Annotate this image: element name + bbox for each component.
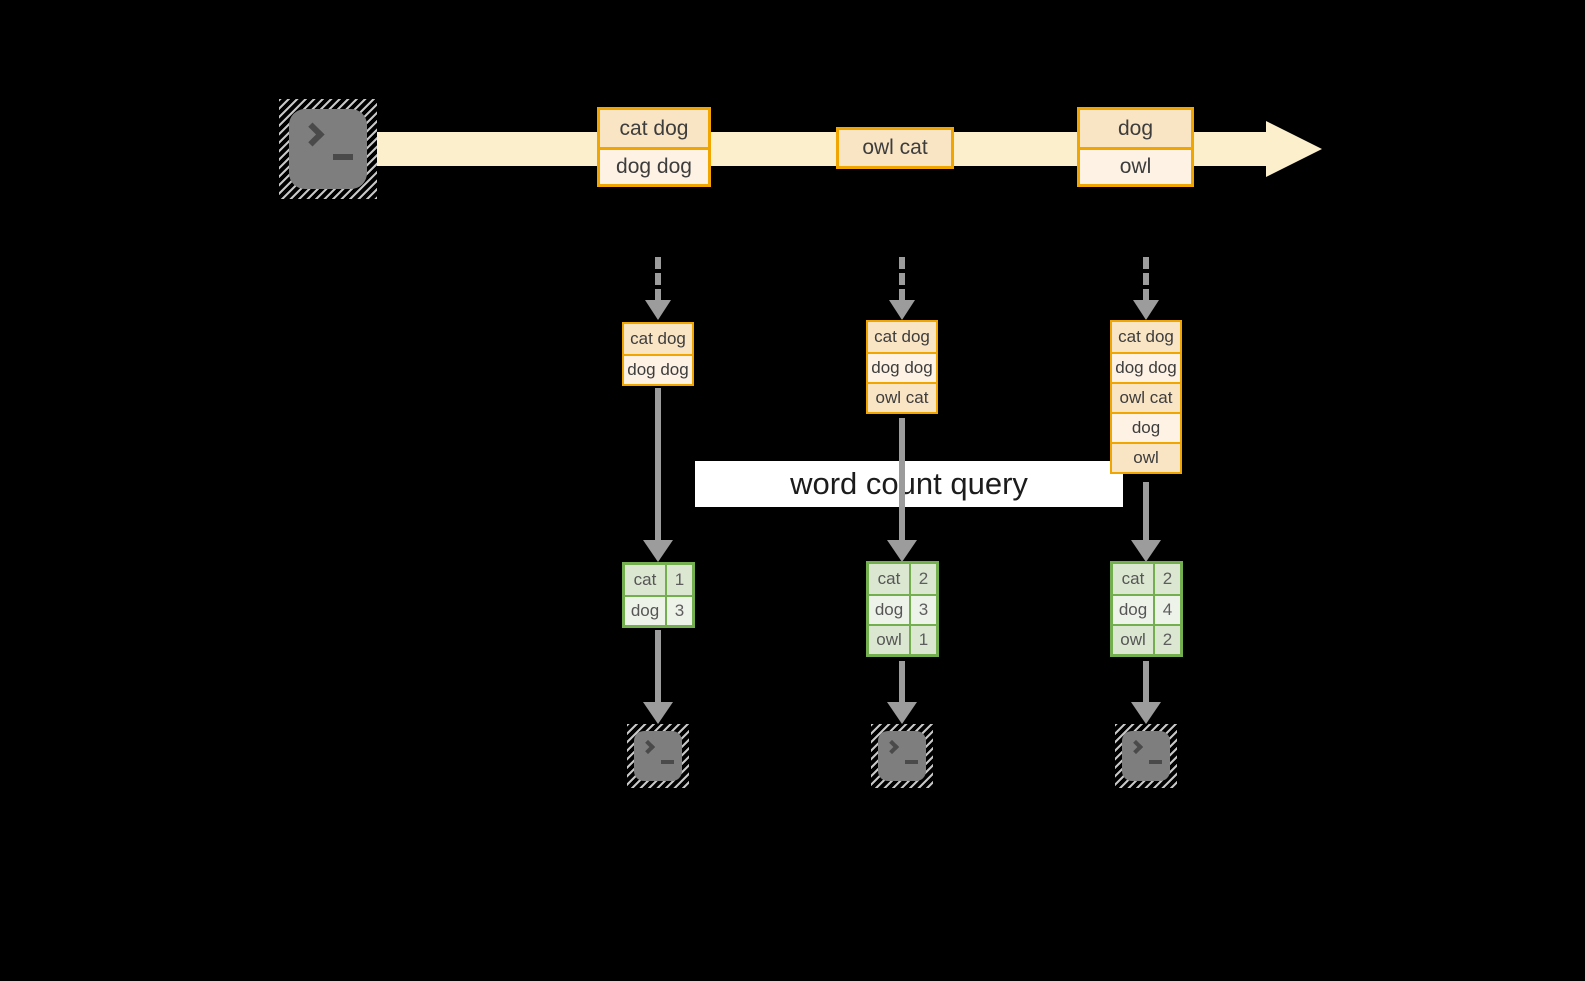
batch-record: owl cat <box>868 382 936 412</box>
table-row: cat 1 <box>625 565 692 595</box>
query-arrowhead-3 <box>1131 540 1161 562</box>
batch-record: dog dog <box>868 352 936 382</box>
word-count-table-2: cat 2 dog 3 owl 1 <box>866 561 939 657</box>
count-cell: 2 <box>1162 630 1173 649</box>
word-cell: dog <box>869 596 911 624</box>
ingest-dashed-arrow-line-2 <box>899 257 905 301</box>
prompt-chevron-icon <box>300 122 325 147</box>
micro-batch-1: cat dog dog dog <box>622 322 694 386</box>
ingest-dashed-arrowhead-1 <box>645 300 671 320</box>
output-arrow-line-3 <box>1143 661 1149 702</box>
batch-record: dog dog <box>624 354 692 384</box>
stream-event-record: cat dog <box>600 110 708 147</box>
terminal-screen <box>289 109 367 189</box>
word-cell: owl <box>869 626 911 654</box>
table-row: cat 2 <box>869 564 936 594</box>
output-arrowhead-3 <box>1131 702 1161 724</box>
query-label-band: word count query <box>695 461 1123 507</box>
word-cell: dog <box>1113 596 1155 624</box>
count-cell: 3 <box>674 601 685 620</box>
output-arrow-line-2 <box>899 661 905 702</box>
prompt-cursor-icon <box>1149 760 1162 764</box>
table-row: owl 1 <box>869 624 936 654</box>
word-cell: cat <box>1113 564 1155 594</box>
sink-terminal-icon-2 <box>871 724 933 788</box>
word-cell: dog <box>625 597 667 625</box>
ingest-dashed-arrowhead-2 <box>889 300 915 320</box>
table-row: dog 4 <box>1113 594 1180 624</box>
query-arrowhead-2 <box>887 540 917 562</box>
stream-event-record: owl cat <box>839 130 951 166</box>
terminal-screen <box>1122 731 1170 781</box>
stream-event-record: dog <box>1080 110 1191 147</box>
batch-record: cat dog <box>1112 322 1180 352</box>
ingest-dashed-arrow-line-3 <box>1143 257 1149 301</box>
ingest-dashed-arrow-line-1 <box>655 257 661 301</box>
micro-batch-2: cat dog dog dog owl cat <box>866 320 938 414</box>
sink-terminal-icon-3 <box>1115 724 1177 788</box>
count-cell: 1 <box>918 630 929 649</box>
count-cell: 2 <box>918 569 929 588</box>
micro-batch-3: cat dog dog dog owl cat dog owl <box>1110 320 1182 474</box>
prompt-cursor-icon <box>333 154 353 160</box>
ingest-dashed-arrowhead-3 <box>1133 300 1159 320</box>
stream-event-record: owl <box>1080 147 1191 184</box>
prompt-chevron-icon <box>640 739 656 755</box>
input-stream-arrowhead <box>1266 121 1322 177</box>
word-cell: owl <box>1113 626 1155 654</box>
query-arrow-line-1 <box>655 388 661 540</box>
prompt-chevron-icon <box>884 739 900 755</box>
batch-record: cat dog <box>868 322 936 352</box>
stream-event-box-1: cat dog dog dog <box>597 107 711 187</box>
prompt-chevron-icon <box>1128 739 1144 755</box>
table-row: owl 2 <box>1113 624 1180 654</box>
query-arrow-line-3 <box>1143 482 1149 540</box>
query-arrow-line-2 <box>899 418 905 540</box>
output-arrowhead-2 <box>887 702 917 724</box>
word-cell: cat <box>625 565 667 595</box>
count-cell: 2 <box>1162 569 1173 588</box>
table-row: dog 3 <box>869 594 936 624</box>
terminal-screen <box>634 731 682 781</box>
output-arrow-line-1 <box>655 630 661 702</box>
word-count-table-3: cat 2 dog 4 owl 2 <box>1110 561 1183 657</box>
batch-record: dog dog <box>1112 352 1180 382</box>
sink-terminal-icon-1 <box>627 724 689 788</box>
output-arrowhead-1 <box>643 702 673 724</box>
batch-record: cat dog <box>624 324 692 354</box>
query-label: word count query <box>790 466 1028 501</box>
source-terminal-icon <box>279 99 377 199</box>
table-row: dog 3 <box>625 595 692 625</box>
batch-record: owl <box>1112 442 1180 472</box>
count-cell: 1 <box>674 570 685 589</box>
terminal-screen <box>878 731 926 781</box>
prompt-cursor-icon <box>661 760 674 764</box>
word-count-table-1: cat 1 dog 3 <box>622 562 695 628</box>
stream-event-box-3: dog owl <box>1077 107 1194 187</box>
prompt-cursor-icon <box>905 760 918 764</box>
word-cell: cat <box>869 564 911 594</box>
query-arrowhead-1 <box>643 540 673 562</box>
count-cell: 4 <box>1162 600 1173 619</box>
stream-event-box-2: owl cat <box>836 127 954 169</box>
table-row: cat 2 <box>1113 564 1180 594</box>
batch-record: dog <box>1112 412 1180 442</box>
batch-record: owl cat <box>1112 382 1180 412</box>
count-cell: 3 <box>918 600 929 619</box>
stream-event-record: dog dog <box>600 147 708 184</box>
